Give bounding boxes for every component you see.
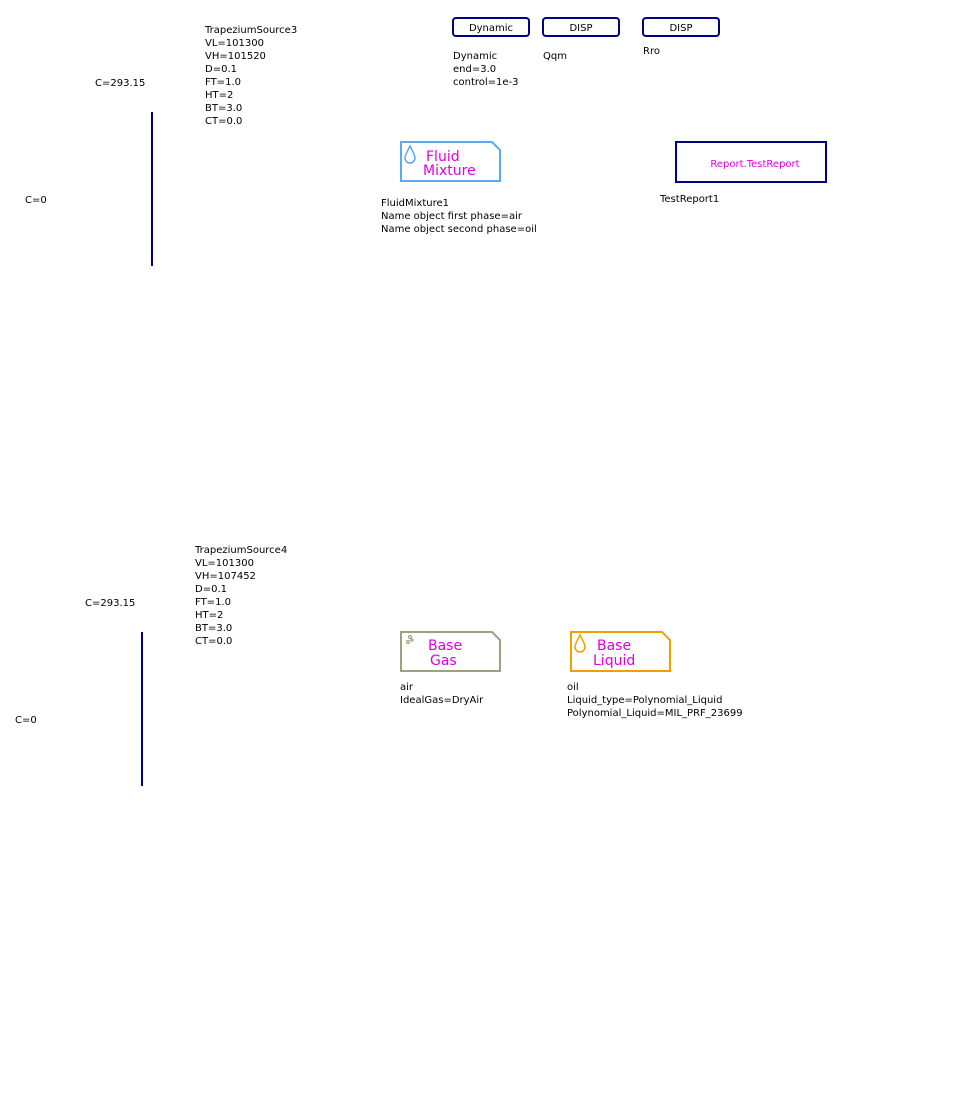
disp-rro-block[interactable]: DISP Rro — [642, 17, 720, 57]
caption-line: CT=0.0 — [195, 636, 232, 647]
caption-line: HT=2 — [195, 610, 223, 621]
constant-fi-caption: C=0 — [25, 195, 47, 206]
caption-line: VH=101520 — [205, 51, 266, 62]
base-liquid-title: Base — [597, 638, 631, 654]
constant-t-caption: C=293.15 — [85, 598, 135, 609]
dynamic-block-label: Dynamic — [469, 23, 513, 34]
test-report-block[interactable]: Report.TestReport TestReport1 — [659, 141, 827, 205]
caption-line: TestReport1 — [659, 194, 719, 205]
caption-line: Liquid_type=Polynomial_Liquid — [567, 695, 722, 706]
caption-line: D=0.1 — [195, 584, 227, 595]
disp-block-label: DISP — [569, 23, 592, 34]
caption-line: oil — [567, 682, 579, 693]
base-gas-block[interactable]: Base Gas air IdealGas=DryAir — [400, 631, 501, 706]
caption-line: FT=1.0 — [195, 597, 231, 608]
caption-line: TrapeziumSource3 — [204, 25, 297, 36]
caption-line: air — [400, 682, 414, 693]
caption-line: end=3.0 — [453, 64, 496, 75]
base-liquid-title: Liquid — [593, 653, 635, 669]
caption-line: Qqm — [543, 51, 567, 62]
trapezium-source-caption: TrapeziumSource4 VL=101300 VH=107452 D=0… — [194, 545, 287, 647]
caption-line: IdealGas=DryAir — [400, 695, 484, 706]
report-label: Report.TestReport — [710, 159, 799, 170]
caption-line: TrapeziumSource4 — [194, 545, 287, 556]
caption-line: VH=107452 — [195, 571, 256, 582]
caption-line: VL=101300 — [195, 558, 254, 569]
constant-t-caption: C=293.15 — [95, 78, 145, 89]
droplet-icon — [574, 633, 586, 653]
caption-line: D=0.1 — [205, 64, 237, 75]
dynamic-block[interactable]: Dynamic Dynamic end=3.0 control=1e-3 — [452, 17, 530, 88]
caption-line: CT=0.0 — [205, 116, 242, 127]
caption-line: FT=1.0 — [205, 77, 241, 88]
fluid-mixture-title: Fluid — [426, 149, 460, 165]
fluid-mixture-title: Mixture — [423, 163, 476, 179]
gas-bubbles-icon — [405, 634, 414, 645]
caption-line: VL=101300 — [205, 38, 264, 49]
fluid-mixture-block[interactable]: Fluid Mixture FluidMixture1 Name object … — [381, 141, 537, 235]
caption-line: Dynamic — [453, 51, 497, 62]
trapezium-source-caption: TrapeziumSource3 VL=101300 VH=101520 D=0… — [204, 25, 297, 127]
disp-qqm-block[interactable]: DISP Qqm — [542, 17, 620, 62]
base-gas-title: Base — [428, 638, 462, 654]
base-gas-title: Gas — [430, 653, 457, 669]
caption-line: control=1e-3 — [453, 77, 519, 88]
caption-line: Rro — [643, 46, 660, 57]
caption-line: HT=2 — [205, 90, 233, 101]
caption-line: BT=3.0 — [195, 623, 232, 634]
caption-line: Polynomial_Liquid=MIL_PRF_23699 — [567, 708, 743, 719]
circuit-2: TrapeziumSource4 VL=101300 VH=107452 D=0… — [15, 545, 287, 786]
constant-fi-caption: C=0 — [15, 715, 37, 726]
caption-line: BT=3.0 — [205, 103, 242, 114]
base-liquid-block[interactable]: Base Liquid oil Liquid_type=Polynomial_L… — [567, 631, 743, 719]
caption-line: Name object second phase=oil — [381, 224, 537, 235]
droplet-icon — [404, 144, 416, 164]
disp-block-label: DISP — [669, 23, 692, 34]
caption-line: FluidMixture1 — [381, 198, 449, 209]
caption-line: Name object first phase=air — [381, 211, 523, 222]
circuit-1: TrapeziumSource3 VL=101300 VH=101520 D=0… — [25, 25, 297, 266]
